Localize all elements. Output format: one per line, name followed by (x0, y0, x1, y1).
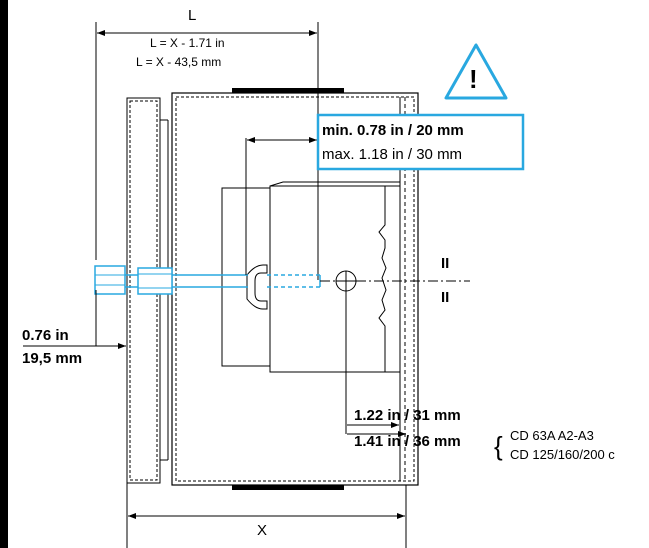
handle-off-symbol: II (441, 255, 449, 272)
shaft-depth-max: max. 1.18 in / 30 mm (322, 146, 462, 163)
axis-offset-first: 1.22 in / 31 mm (354, 407, 461, 424)
dimension-L: L L = X - 1.71 in L = X - 43,5 mm (95, 7, 319, 280)
left-border-bar (0, 0, 8, 548)
axis-offset-second: 1.41 in / 36 mm (354, 433, 461, 450)
warning-symbol: ! (469, 64, 478, 94)
flange-offset-dimension: 0.76 in 19,5 mm (22, 290, 126, 367)
dimension-L-letter: L (188, 7, 196, 24)
models-first: CD 63A A2-A3 (510, 428, 594, 443)
flange-offset-mm: 19,5 mm (22, 350, 82, 367)
dimension-X-letter: X (257, 522, 267, 539)
models-second: CD 125/160/200 c (510, 447, 615, 462)
extension-shaft (94, 265, 321, 295)
axis-offset-dimensions: 1.22 in / 31 mm 1.41 in / 36 mm { CD 63A… (345, 290, 615, 462)
shaft-depth-box (316, 113, 525, 171)
shaft-depth-min: min. 0.78 in / 20 mm (322, 122, 464, 139)
handle-on-symbol: II (441, 289, 449, 306)
flange-offset-inch: 0.76 in (22, 327, 69, 344)
dimension-L-formula-mm: L = X - 43,5 mm (136, 55, 221, 69)
dimension-X: X (126, 483, 407, 548)
breaker-body (221, 181, 401, 373)
dimension-L-formula-in: L = X - 1.71 in (150, 36, 225, 50)
shaft-depth-dimension: min. 0.78 in / 20 mm max. 1.18 in / 30 m… (245, 113, 525, 275)
handle-position-symbols: II II (441, 255, 449, 306)
warning-icon: ! (444, 43, 508, 100)
models-brace: { (494, 431, 503, 461)
